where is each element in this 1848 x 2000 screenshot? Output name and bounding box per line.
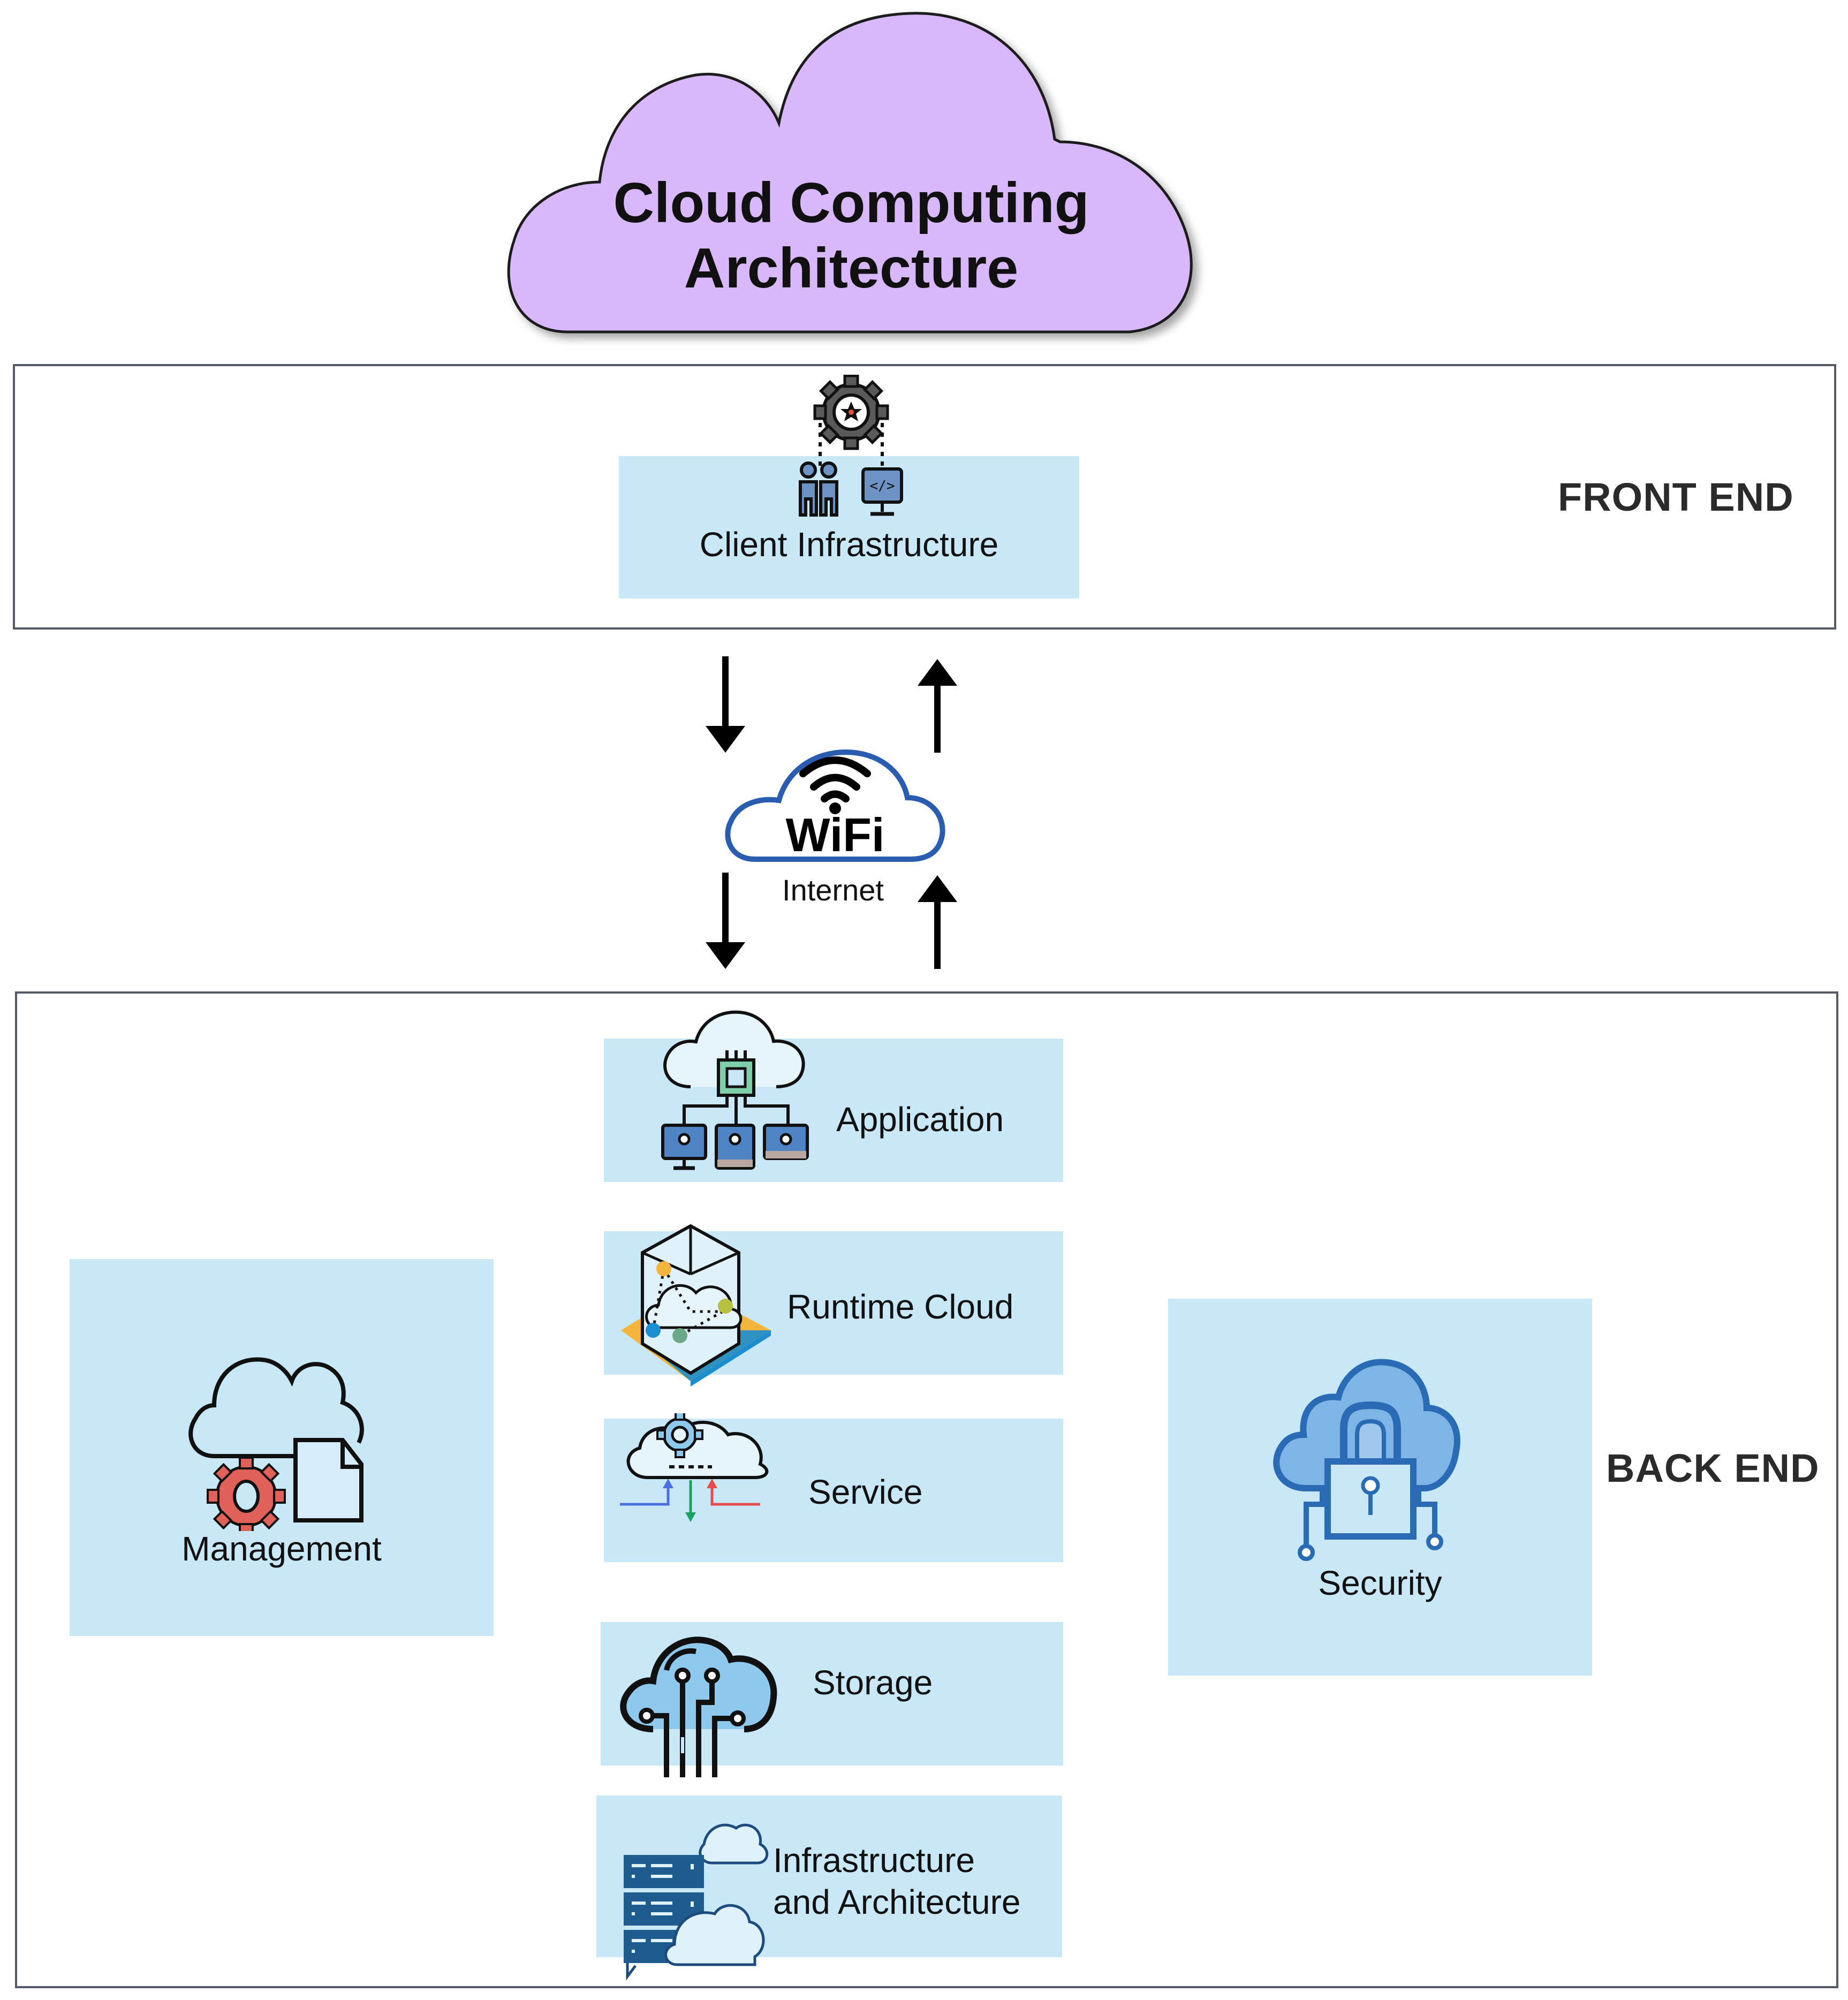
cloud-storage-circuit-icon: [616, 1622, 792, 1793]
users-gear-monitor-icon: </>: [771, 374, 931, 519]
cloud-shape-icon: [507, 12, 1193, 334]
server-cloud-icon: [616, 1804, 792, 1981]
front-end-label: FRONT END: [1558, 475, 1794, 519]
security-label: Security: [1318, 1564, 1442, 1602]
title-cloud: [503, 11, 1210, 343]
runtime-cloud-label: Runtime Cloud: [787, 1287, 1014, 1326]
arrow-up-icon: [913, 656, 961, 758]
page-title: Cloud Computing Architecture: [503, 170, 1199, 301]
infrastructure-label-line-1: Infrastructure: [773, 1841, 975, 1880]
cloud-gear-service-icon: [610, 1411, 787, 1585]
back-end-label: BACK END: [1606, 1446, 1820, 1490]
svg-text:</>: </>: [870, 478, 895, 494]
client-infrastructure-label: Client Infrastructure: [699, 525, 999, 564]
management-label: Management: [181, 1529, 382, 1568]
storage-label: Storage: [813, 1663, 933, 1702]
application-label: Application: [836, 1100, 1004, 1139]
arrow-up-icon: [913, 873, 961, 974]
wifi-cloud-icon[interactable]: WiFi: [723, 723, 948, 873]
runtime-cube-cloud-icon: [610, 1221, 787, 1392]
cloud-gear-document-icon: [182, 1328, 375, 1536]
cloud-chip-network-icon: [648, 1001, 824, 1172]
management-card[interactable]: [70, 1259, 494, 1636]
wifi-text: WiFi: [786, 808, 885, 861]
title-line-1: Cloud Computing: [613, 171, 1089, 234]
cloud-lock-icon: [1263, 1349, 1488, 1563]
service-label: Service: [808, 1473, 923, 1511]
internet-label: Internet: [782, 873, 884, 907]
title-line-2: Architecture: [684, 237, 1019, 300]
infrastructure-label-line-2: and Architecture: [773, 1883, 1021, 1921]
client-infrastructure-card[interactable]: [619, 456, 1079, 599]
arrow-down-icon: [701, 873, 749, 974]
arrow-down-icon: [701, 656, 749, 758]
infrastructure-label: Infrastructure and Architecture: [773, 1839, 1021, 1923]
